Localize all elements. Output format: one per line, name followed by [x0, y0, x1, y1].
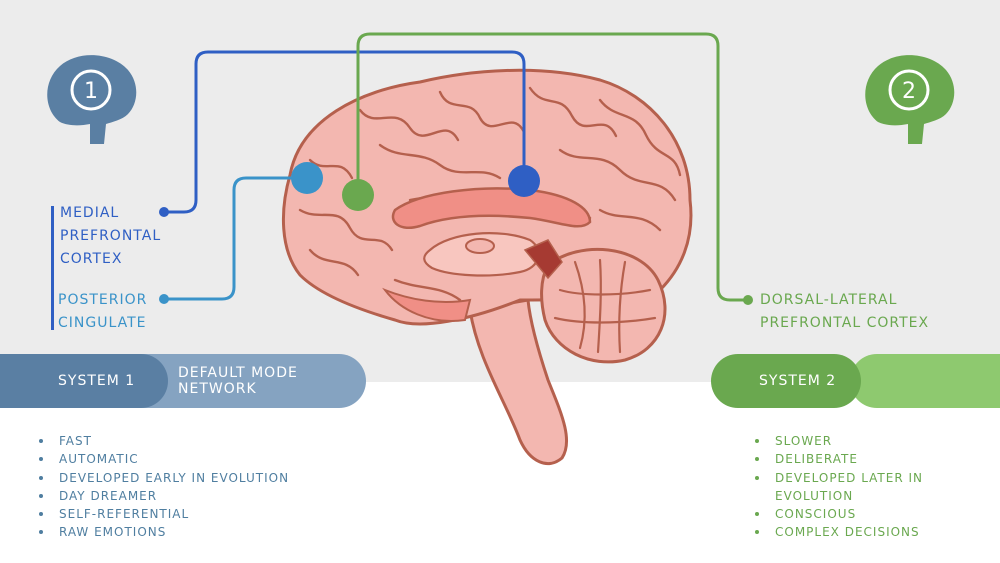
list-item: DEVELOPED LATER IN EVOLUTION — [753, 469, 1000, 506]
system-2-traits: SLOWER DELIBERATE DEVELOPED LATER IN EVO… — [753, 432, 1000, 542]
connector-endpoints — [159, 162, 753, 305]
default-mode-network-label: DEFAULT MODE NETWORK — [178, 365, 298, 397]
cerebellum — [540, 247, 667, 364]
list-item: FAST — [37, 432, 289, 450]
medial-prefrontal-label: MEDIAL PREFRONTAL CORTEX — [60, 205, 162, 267]
brain-stem — [468, 298, 569, 465]
posterior-connector — [164, 176, 307, 301]
system-2-accent-pill — [850, 354, 1000, 408]
pons — [382, 287, 472, 322]
label-divider-bar — [51, 206, 54, 330]
dlpfc-connector — [356, 32, 748, 302]
posterior-cingulate-label: POSTERIOR CINGULATE — [58, 292, 148, 331]
dlpfc-label: DORSAL-LATERAL PREFRONTAL CORTEX — [760, 292, 930, 331]
system-2-label: SYSTEM 2 — [759, 373, 837, 389]
pineal-region — [465, 238, 495, 254]
head-brain-icon: 1 — [47, 55, 137, 144]
list-item: CONSCIOUS — [753, 505, 1000, 523]
list-item: DELIBERATE — [753, 450, 1000, 468]
posterior-dot — [159, 294, 169, 304]
list-item: SLOWER — [753, 432, 1000, 450]
thalamus — [423, 232, 540, 277]
list-item: DEVELOPED EARLY IN EVOLUTION — [37, 469, 289, 487]
dlpfc-marker — [342, 179, 374, 211]
badge-2-number: 2 — [902, 79, 916, 104]
list-item: DAY DREAMER — [37, 487, 289, 505]
system-1-label: SYSTEM 1 — [58, 373, 136, 389]
head-brain-icon: 2 — [865, 55, 955, 144]
list-item: SELF-REFERENTIAL — [37, 505, 289, 523]
system-1-pill: SYSTEM 1 — [0, 354, 168, 408]
list-item: AUTOMATIC — [37, 450, 289, 468]
system-2-pill: SYSTEM 2 — [711, 354, 861, 408]
midbrain-dark — [523, 239, 563, 280]
medial-connector — [164, 50, 526, 214]
brain-illustration — [282, 68, 693, 465]
list-item: RAW EMOTIONS — [37, 523, 289, 541]
posterior-cingulate-marker — [291, 162, 323, 194]
system-1-traits: FAST AUTOMATIC DEVELOPED EARLY IN EVOLUT… — [37, 432, 289, 542]
connector-lines — [164, 32, 748, 302]
medial-prefrontal-marker — [508, 165, 540, 197]
list-item: COMPLEX DECISIONS — [753, 523, 1000, 541]
dlpfc-dot — [743, 295, 753, 305]
badge-1-number: 1 — [84, 79, 98, 104]
cerebellum-folds — [553, 258, 657, 354]
medial-dot — [159, 207, 169, 217]
corpus-callosum — [391, 187, 592, 229]
